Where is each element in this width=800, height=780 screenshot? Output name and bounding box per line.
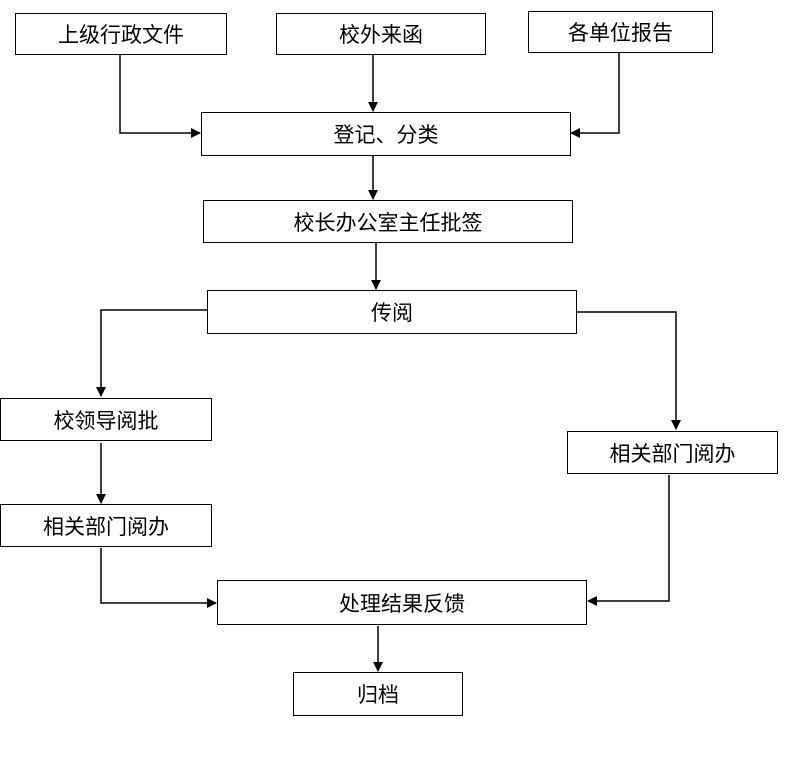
arrow-dept-right-to-feedback <box>587 475 670 606</box>
node-dept-handle-right: 相关部门阅办 <box>567 431 778 474</box>
arrow-circulate-to-leader <box>96 309 207 397</box>
arrow-dept-left-to-feedback <box>100 548 217 608</box>
node-leader-approval: 校领导阅批 <box>0 398 212 441</box>
node-dept-handle-left: 相关部门阅办 <box>0 504 212 547</box>
node-circulate: 传阅 <box>207 290 577 334</box>
node-office-director-sign: 校长办公室主任批签 <box>203 200 573 243</box>
arrow-circulate-to-dept-right <box>577 311 681 430</box>
arrow-superior-to-register <box>119 55 201 138</box>
node-register-classify: 登记、分类 <box>201 112 571 156</box>
node-feedback: 处理结果反馈 <box>217 580 587 625</box>
node-superior-docs: 上级行政文件 <box>15 13 227 55</box>
arrow-reports-to-register <box>570 53 620 138</box>
node-external-letters: 校外来函 <box>276 13 486 55</box>
node-archive: 归档 <box>293 672 463 716</box>
node-unit-reports: 各单位报告 <box>528 11 713 53</box>
